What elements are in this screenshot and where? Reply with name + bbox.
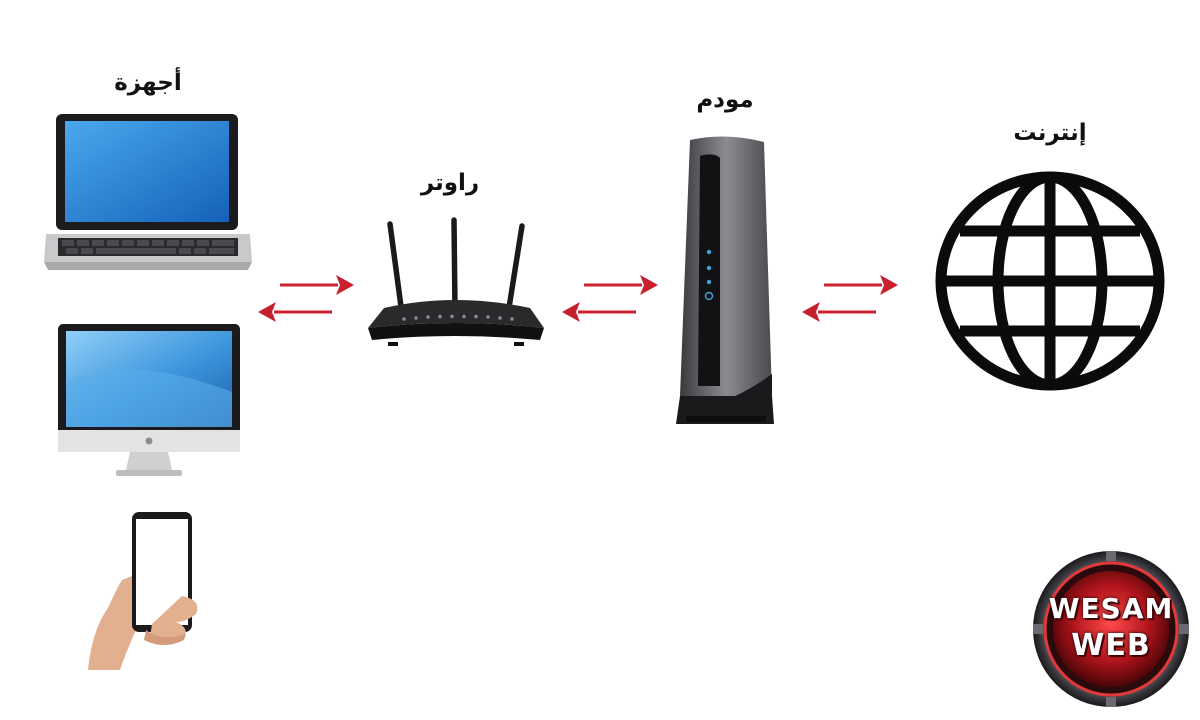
modem-label: مودم: [696, 87, 754, 113]
modem-icon: [676, 136, 774, 424]
router-icon: [368, 217, 544, 346]
globe-icon: [935, 171, 1165, 391]
desktop-monitor-icon: [58, 324, 240, 476]
router-modem-arrows: [562, 275, 658, 322]
router-label: راوتر: [420, 170, 480, 196]
wesam-web-logo: WESAM WEB: [1030, 548, 1192, 710]
modem-internet-arrows: [802, 275, 898, 322]
devices-router-arrows: [258, 275, 354, 322]
smartphone-icon: [88, 512, 198, 670]
logo-line2: WEB: [1071, 628, 1151, 663]
internet-label: إنترنت: [1013, 120, 1087, 146]
laptop-icon: [44, 114, 252, 270]
logo-line1: WESAM: [1048, 592, 1174, 625]
devices-label: أجهزة: [114, 70, 182, 96]
